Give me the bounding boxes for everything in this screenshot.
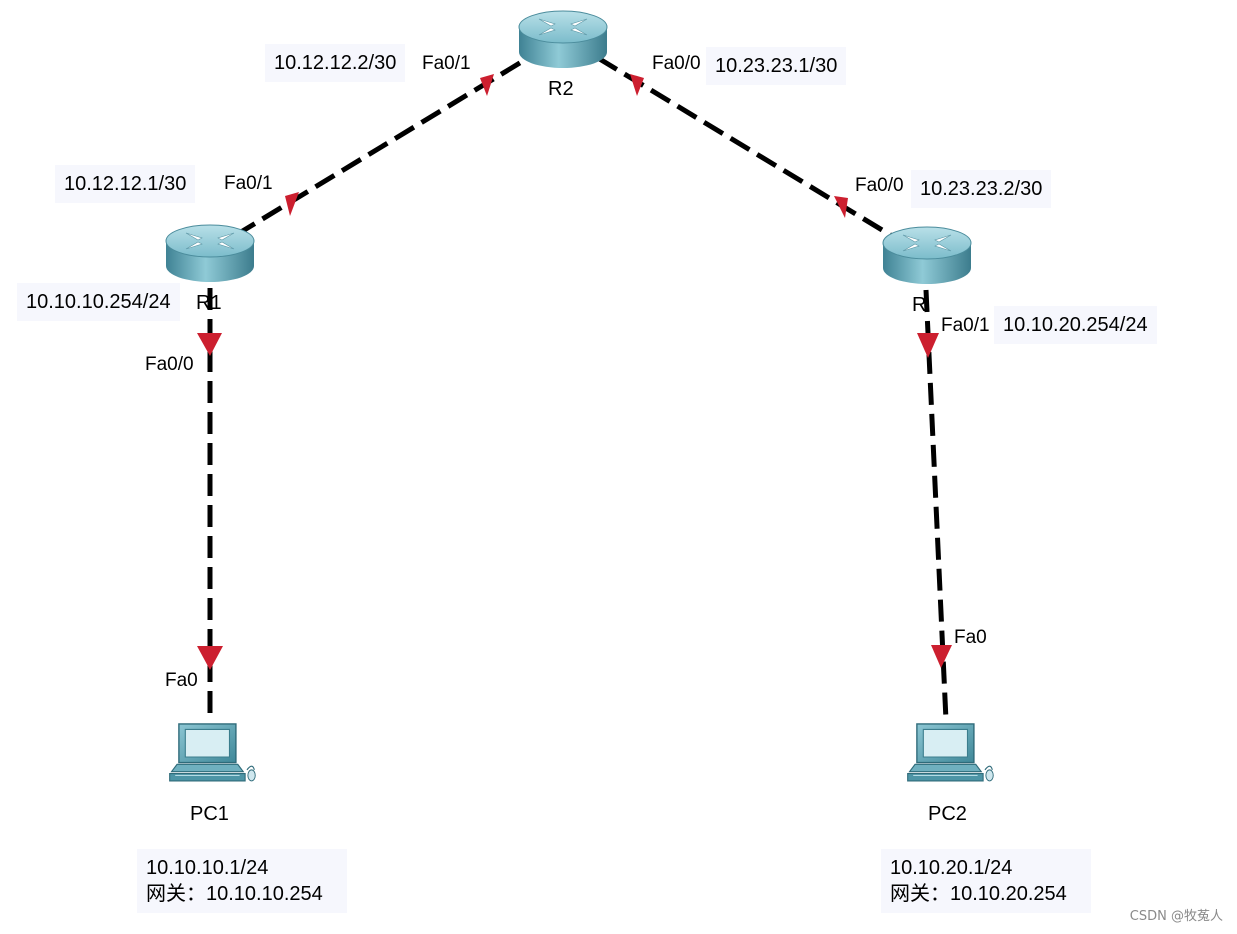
iface-label-r2-fa00: Fa0/0 xyxy=(652,53,701,74)
device-label-r2: R2 xyxy=(548,78,574,100)
port-marker-r1-fa01 xyxy=(285,192,299,216)
device-label-r3: R xyxy=(912,294,927,316)
router-r2-icon[interactable] xyxy=(518,10,608,69)
iface-label-r3-fa00: Fa0/0 xyxy=(855,175,904,196)
device-label-r1: R1 xyxy=(196,292,222,314)
port-marker-r3-fa00 xyxy=(834,196,848,218)
iface-label-pc2-fa0: Fa0 xyxy=(954,627,987,648)
device-label-pc1: PC1 xyxy=(190,803,229,825)
note-pc2-config: 10.10.20.1/24 网关：10.10.20.254 xyxy=(881,849,1091,913)
link-r1-r2 xyxy=(234,55,530,238)
device-label-pc2: PC2 xyxy=(928,803,967,825)
note-r1-wan-ip: 10.12.12.1/30 xyxy=(55,165,196,203)
note-pc1-gateway: 网关：10.10.10.254 xyxy=(146,883,323,905)
iface-label-r1-fa00: Fa0/0 xyxy=(145,354,194,375)
router-r3-icon[interactable] xyxy=(882,226,972,285)
port-marker-pc1-fa0 xyxy=(197,646,223,670)
iface-label-pc1-fa0: Fa0 xyxy=(165,670,198,691)
iface-label-r1-fa01: Fa0/1 xyxy=(224,173,273,194)
pc2-icon[interactable] xyxy=(906,723,994,782)
pc1-icon[interactable] xyxy=(168,723,256,782)
note-pc2-ip: 10.10.20.1/24 xyxy=(890,857,1013,879)
port-marker-r1-fa00 xyxy=(197,333,222,356)
note-r1-lan-ip: 10.10.10.254/24 xyxy=(17,283,180,321)
port-marker-r3-fa01 xyxy=(917,333,939,358)
port-marker-r2-fa00 xyxy=(630,74,644,96)
note-r3-wan-ip: 10.23.23.2/30 xyxy=(911,170,1052,208)
iface-label-r2-fa01: Fa0/1 xyxy=(422,53,471,74)
watermark: CSDN @牧菟人 xyxy=(1129,909,1223,924)
note-pc1-ip: 10.10.10.1/24 xyxy=(146,857,269,879)
port-marker-r2-fa01 xyxy=(480,74,494,96)
note-r2-right-ip: 10.23.23.1/30 xyxy=(706,47,847,85)
note-r3-lan-ip: 10.10.20.254/24 xyxy=(994,306,1157,344)
note-pc1-config: 10.10.10.1/24 网关：10.10.10.254 xyxy=(137,849,347,913)
note-r2-left-ip: 10.12.12.2/30 xyxy=(265,44,406,82)
iface-label-r3-fa01: Fa0/1 xyxy=(941,315,990,336)
router-r1-icon[interactable] xyxy=(165,224,255,283)
note-pc2-gateway: 网关：10.10.20.254 xyxy=(890,883,1067,905)
port-marker-pc2-fa0 xyxy=(931,645,952,668)
